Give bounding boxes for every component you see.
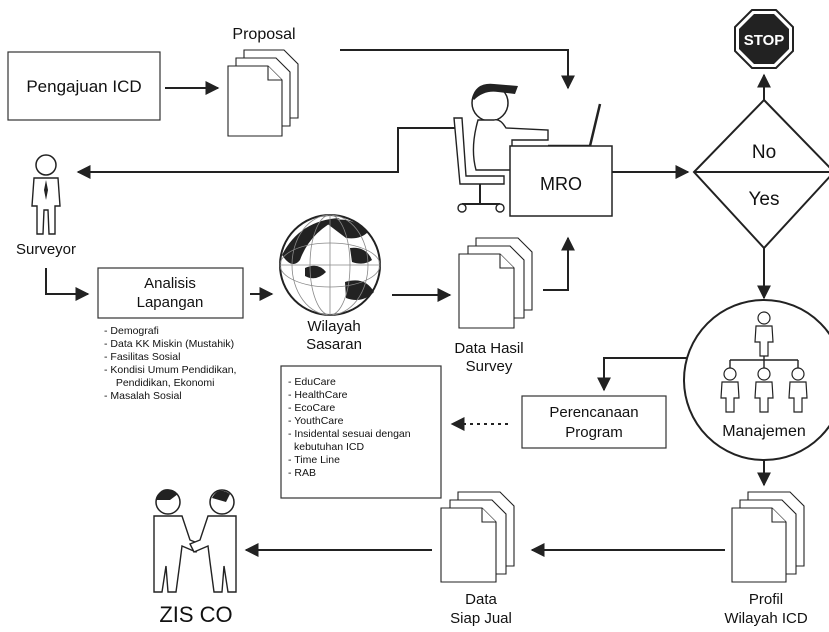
perencanaan-label-line2: Program <box>565 424 623 441</box>
decision-yes-label: Yes <box>749 189 780 210</box>
analisis-notes-list: - Demografi - Data KK Miskin (Mustahik) … <box>104 325 236 402</box>
analisis-note: - Masalah Sosial <box>104 390 182 402</box>
analisis-note: - Kondisi Umum Pendidikan, <box>104 364 236 376</box>
staff-person-icon <box>720 367 740 413</box>
manajemen-node: Manajemen <box>683 299 829 461</box>
mro-label: MRO <box>540 174 582 194</box>
analisis-note: - Fasilitas Sosial <box>104 351 180 363</box>
stop-sign-icon: STOP <box>734 9 794 69</box>
mro-workstation-icon: MRO <box>453 83 613 217</box>
profil-label-line2: Wilayah ICD <box>724 610 808 627</box>
data-hasil-label-line2: Survey <box>466 358 513 375</box>
data-hasil-survey-icon: Data Hasil Survey <box>454 237 533 375</box>
arrow-datahasil-to-mro <box>543 236 575 291</box>
program-item: - RAB <box>288 467 316 479</box>
surveyor-person-icon: Surveyor <box>16 154 76 258</box>
program-item: - Time Line <box>288 454 340 466</box>
program-item: - EcoCare <box>288 402 335 414</box>
program-item: - Insidental sesuai dengan <box>288 428 411 440</box>
analisis-lapangan-box: Analisis Lapangan <box>97 267 244 319</box>
perencanaan-program-box: Perencanaan Program <box>521 395 667 449</box>
decision-diamond: No Yes <box>692 98 829 250</box>
arrow-mro-to-surveyor <box>76 127 455 179</box>
arrow-surveyor-to-analisis <box>45 268 90 301</box>
staff-person-icon <box>788 367 808 413</box>
arrow-proposal-to-mro <box>340 49 575 90</box>
analisis-label-line1: Analisis <box>144 275 196 292</box>
program-item: - EduCare <box>288 376 336 388</box>
analisis-note: - Data KK Miskin (Mustahik) <box>104 338 234 350</box>
profil-label-line1: Profil <box>749 591 783 608</box>
program-item: - YouthCare <box>288 415 344 427</box>
globe-icon: Wilayah Sasaran <box>279 214 381 353</box>
analisis-note: Pendidikan, Ekonomi <box>110 377 214 389</box>
program-item: kebutuhan ICD <box>294 441 364 453</box>
wilayah-label-line1: Wilayah <box>307 318 360 335</box>
analisis-note: - Demografi <box>104 325 159 337</box>
wilayah-label-line2: Sasaran <box>306 336 362 353</box>
perencanaan-label-line1: Perencanaan <box>549 404 638 421</box>
stop-label: STOP <box>744 32 785 49</box>
manajemen-label: Manajemen <box>722 423 806 440</box>
proposal-label: Proposal <box>232 26 295 43</box>
profil-wilayah-icon: Profil Wilayah ICD <box>724 491 808 627</box>
data-siap-label-line1: Data <box>465 591 497 608</box>
program-item: - HealthCare <box>288 389 348 401</box>
staff-person-icon <box>754 367 774 413</box>
decision-no-label: No <box>752 142 776 163</box>
data-hasil-label-line1: Data Hasil <box>454 340 523 357</box>
zis-co-label: ZIS CO <box>159 602 232 627</box>
pengajuan-icd-label: Pengajuan ICD <box>26 77 141 96</box>
analisis-label-line2: Lapangan <box>137 294 204 311</box>
program-list-box: - EduCare - HealthCare - EcoCare - Youth… <box>280 365 442 499</box>
connectors <box>45 49 771 557</box>
pengajuan-icd-box: Pengajuan ICD <box>7 51 161 121</box>
handshake-people-icon: ZIS CO <box>153 489 237 627</box>
data-siap-label-line2: Siap Jual <box>450 610 512 627</box>
manager-person-icon <box>754 311 774 357</box>
surveyor-label: Surveyor <box>16 241 76 258</box>
arrow-manajemen-to-perencanaan <box>597 357 694 392</box>
proposal-documents-icon: Proposal <box>227 26 299 137</box>
data-siap-jual-icon: Data Siap Jual <box>440 491 515 627</box>
